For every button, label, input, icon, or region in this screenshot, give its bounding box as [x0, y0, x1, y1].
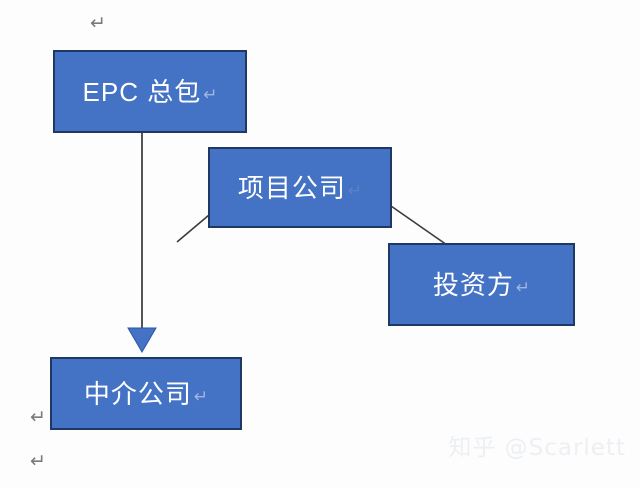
- connector-epc-to-agency: [127, 133, 157, 353]
- connector-project-down-left: [176, 214, 210, 243]
- node-investor-label: 投资方: [432, 269, 514, 300]
- node-project-company[interactable]: 项目公司 ↵: [208, 147, 392, 228]
- node-epc-label: EPC 总包: [82, 76, 202, 107]
- connector-project-to-investor: [390, 205, 448, 246]
- node-agency-label: 中介公司: [83, 378, 192, 409]
- return-mark-icon: ↵: [193, 386, 209, 406]
- node-project-label: 项目公司: [237, 172, 346, 203]
- return-mark-top-icon: ↵: [90, 12, 106, 34]
- return-mark-icon: ↵: [347, 180, 363, 200]
- watermark: 知乎 @Scarlett: [448, 435, 626, 461]
- return-mark-bottom-first-icon: ↵: [30, 406, 46, 428]
- node-epc-general-contractor[interactable]: EPC 总包 ↵: [53, 50, 247, 133]
- return-mark-icon: ↵: [515, 277, 531, 297]
- return-mark-bottom-second-icon: ↵: [30, 450, 46, 472]
- node-investor[interactable]: 投资方 ↵: [388, 243, 575, 326]
- node-agency-company[interactable]: 中介公司 ↵: [50, 357, 242, 430]
- return-mark-icon: ↵: [203, 84, 218, 104]
